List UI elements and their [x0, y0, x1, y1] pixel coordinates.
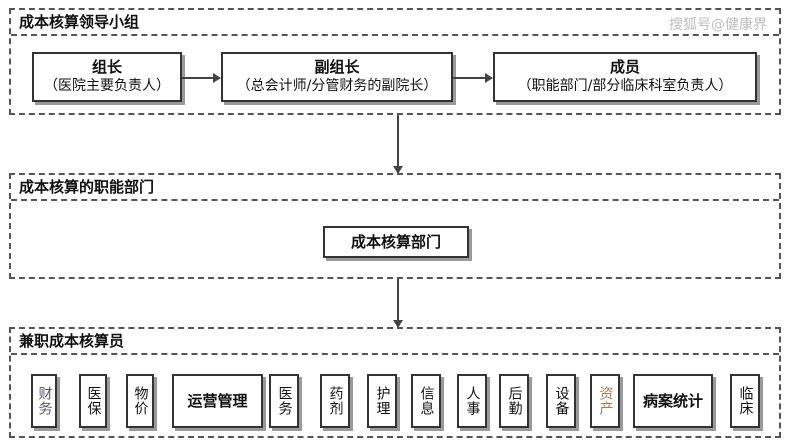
leadership-group-section: 成本核算领导小组 搜狐号@健康界 — [9, 8, 781, 115]
arrow-section2-to-section3 — [393, 279, 403, 328]
arrow-leader-to-deputy — [182, 73, 221, 83]
item-assets: 资产 — [590, 374, 620, 428]
members-title: 成员 — [609, 58, 640, 76]
part-time-accountants-title: 兼职成本核算员 — [19, 332, 125, 350]
item-logistics: 后勤 — [499, 374, 529, 428]
section-title: 成本核算的职能部门 — [11, 175, 779, 201]
item-pricing: 物价 — [126, 374, 154, 428]
watermark: 搜狐号@健康界 — [669, 17, 767, 33]
item-human-resources: 人事 — [457, 374, 487, 428]
leader-box: 组长 （医院主要负责人） — [32, 52, 182, 102]
leader-subtitle: （医院主要负责人） — [44, 78, 170, 94]
item-medical-affairs: 医务 — [269, 374, 299, 428]
item-information: 信息 — [411, 374, 441, 428]
leadership-group-title: 成本核算领导小组 — [19, 13, 140, 31]
cost-accounting-department-box: 成本核算部门 — [323, 226, 469, 258]
item-equipment: 设备 — [546, 374, 576, 428]
part-time-accountants-section: 兼职成本核算员 — [9, 327, 781, 438]
deputy-leader-title: 副组长 — [314, 58, 360, 76]
section-title: 兼职成本核算员 — [11, 329, 779, 355]
arrow-deputy-to-members — [453, 73, 493, 83]
item-pharmacy: 药剂 — [320, 374, 350, 428]
section-title: 成本核算领导小组 搜狐号@健康界 — [11, 10, 779, 36]
arrow-section1-to-section2 — [393, 115, 403, 174]
members-box: 成员 （职能部门/部分临床科室负责人） — [493, 52, 757, 102]
leader-title: 组长 — [91, 58, 122, 76]
functional-department-section: 成本核算的职能部门 — [9, 173, 781, 279]
functional-department-title: 成本核算的职能部门 — [19, 178, 155, 196]
deputy-leader-subtitle: （总会计师/分管财务的副院长） — [236, 78, 438, 94]
item-medical-insurance: 医保 — [79, 374, 107, 428]
item-nursing: 护理 — [367, 374, 397, 428]
item-finance: 财务 — [31, 374, 57, 428]
members-subtitle: （职能部门/部分临床科室负责人） — [517, 78, 733, 94]
item-medical-records-statistics: 病案统计 — [633, 374, 713, 428]
item-operations-management: 运营管理 — [172, 374, 263, 428]
deputy-leader-box: 副组长 （总会计师/分管财务的副院长） — [221, 52, 453, 102]
cost-accounting-department-label: 成本核算部门 — [350, 233, 441, 251]
item-clinical: 临床 — [730, 374, 760, 428]
